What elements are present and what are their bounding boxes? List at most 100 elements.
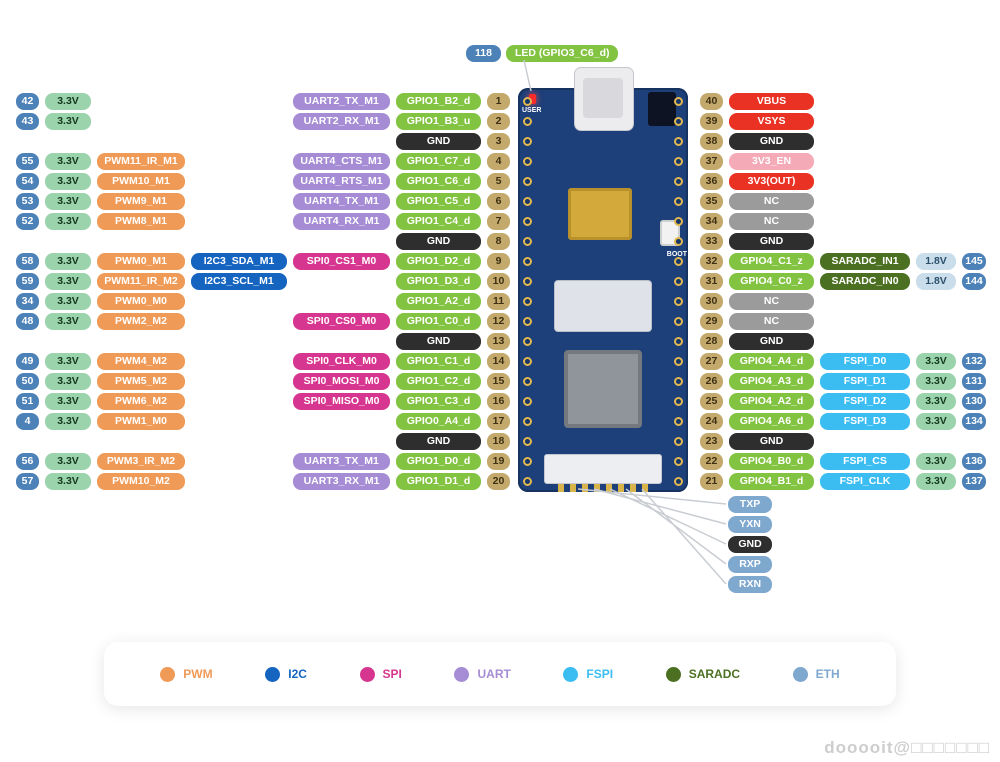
legend-item-eth: ETH [792, 666, 840, 682]
pwm-function-badge: PWM0_M1 [97, 253, 185, 270]
pin-pad [523, 197, 532, 206]
fspi-function-badge: FSPI_CLK [820, 473, 910, 490]
board-pin-number-badge: 12 [487, 313, 510, 330]
chip-pin-number-badge: 131 [962, 373, 986, 390]
legend-label: SPI [382, 667, 402, 681]
chip-pin-number-badge: 58 [16, 253, 39, 270]
pin-pad [674, 237, 683, 246]
board-pin-number-badge: 19 [487, 453, 510, 470]
pin-pad [523, 437, 532, 446]
board-pin-number-badge: 25 [700, 393, 723, 410]
voltage-badge: 3.3V [916, 353, 956, 370]
board-pin-number-badge: 26 [700, 373, 723, 390]
usb-connector-opening [583, 78, 623, 118]
gpio-name-badge: GPIO4_C1_z [729, 253, 814, 270]
fpc-connector [544, 454, 662, 484]
power-3v3-badge: 3.3V [45, 473, 91, 490]
pink-badge: 3V3_EN [729, 153, 814, 170]
board-pin-number-badge: 8 [487, 233, 510, 250]
chip-pin-number-badge: 134 [962, 413, 986, 430]
pin-pad [523, 237, 532, 246]
pwm-function-badge: PWM9_M1 [97, 193, 185, 210]
uart-function-badge: UART4_TX_M1 [293, 193, 390, 210]
pin-pad [523, 317, 532, 326]
power-3v3-badge: 3.3V [45, 273, 91, 290]
pin-row: YXN [728, 514, 772, 534]
gpio-name-badge: GPIO4_A2_d [729, 393, 814, 410]
voltage-badge: 3.3V [916, 453, 956, 470]
board-pin-number-badge: 39 [700, 113, 723, 130]
chip-pin-number-badge: 144 [962, 273, 986, 290]
board-pin-number-badge: 7 [487, 213, 510, 230]
chip-pin-number-badge: 55 [16, 153, 39, 170]
board-pin-number-badge: 33 [700, 233, 723, 250]
gnd-badge: GND [729, 233, 814, 250]
gnd-badge: GND [396, 233, 481, 250]
chip-pin-number-badge: 50 [16, 373, 39, 390]
gpio-name-badge: GPIO1_D0_d [396, 453, 481, 470]
legend-label: UART [477, 667, 511, 681]
chip-pin-number-badge: 51 [16, 393, 39, 410]
chip-pin-number-badge: 54 [16, 173, 39, 190]
saradc-function-badge: SARADC_IN0 [820, 273, 910, 290]
gpio-name-badge: GPIO1_C1_d [396, 353, 481, 370]
gnd-badge: GND [729, 333, 814, 350]
voltage-badge: 1.8V [916, 253, 956, 270]
pin-pad [523, 297, 532, 306]
pin-pad [674, 457, 683, 466]
gpio-name-badge: GPIO4_B1_d [729, 473, 814, 490]
legend-item-spi: SPI [359, 666, 402, 682]
pin-pad [674, 257, 683, 266]
pwm-function-badge: PWM2_M2 [97, 313, 185, 330]
legend-label: FSPI [586, 667, 614, 681]
gpio-name-badge: GPIO1_C0_d [396, 313, 481, 330]
pin-row: RXN [728, 574, 772, 594]
gpio-name-badge: GPIO1_C4_d [396, 213, 481, 230]
led-label-badge: LED (GPIO3_C6_d) [505, 45, 619, 62]
gpio-name-badge: GPIO1_D3_d [396, 273, 481, 290]
spi-function-badge: SPI0_CS0_M0 [293, 313, 390, 330]
gpio-name-badge: GPIO1_A2_d [396, 293, 481, 310]
fspi-function-badge: FSPI_D2 [820, 393, 910, 410]
board-pin-number-badge: 9 [487, 253, 510, 270]
chip-pin-number-badge: 4 [16, 413, 39, 430]
board-pin-number-badge: 32 [700, 253, 723, 270]
gnd-badge: GND [729, 433, 814, 450]
pin-pad [674, 157, 683, 166]
pcb-board: USER BOOT [518, 67, 688, 492]
chip-pin-number-badge: 130 [962, 393, 986, 410]
pin-pad [674, 217, 683, 226]
board-pin-number-badge: 17 [487, 413, 510, 430]
chip-pin-number-badge: 145 [962, 253, 986, 270]
power-3v3-badge: 3.3V [45, 293, 91, 310]
fspi-function-badge: FSPI_D0 [820, 353, 910, 370]
board-pin-number-badge: 10 [487, 273, 510, 290]
pin-pad [523, 277, 532, 286]
pwm-color-dot-icon [160, 666, 176, 682]
pin-pad [674, 117, 683, 126]
pin-pad [523, 117, 532, 126]
pin-pad [674, 337, 683, 346]
pin-row: RXP [728, 554, 772, 574]
pin-pad [674, 317, 683, 326]
pwm-function-badge: PWM8_M1 [97, 213, 185, 230]
spi-color-dot-icon [359, 666, 375, 682]
power-3v3-badge: 3.3V [45, 353, 91, 370]
voltage-badge: 3.3V [916, 413, 956, 430]
